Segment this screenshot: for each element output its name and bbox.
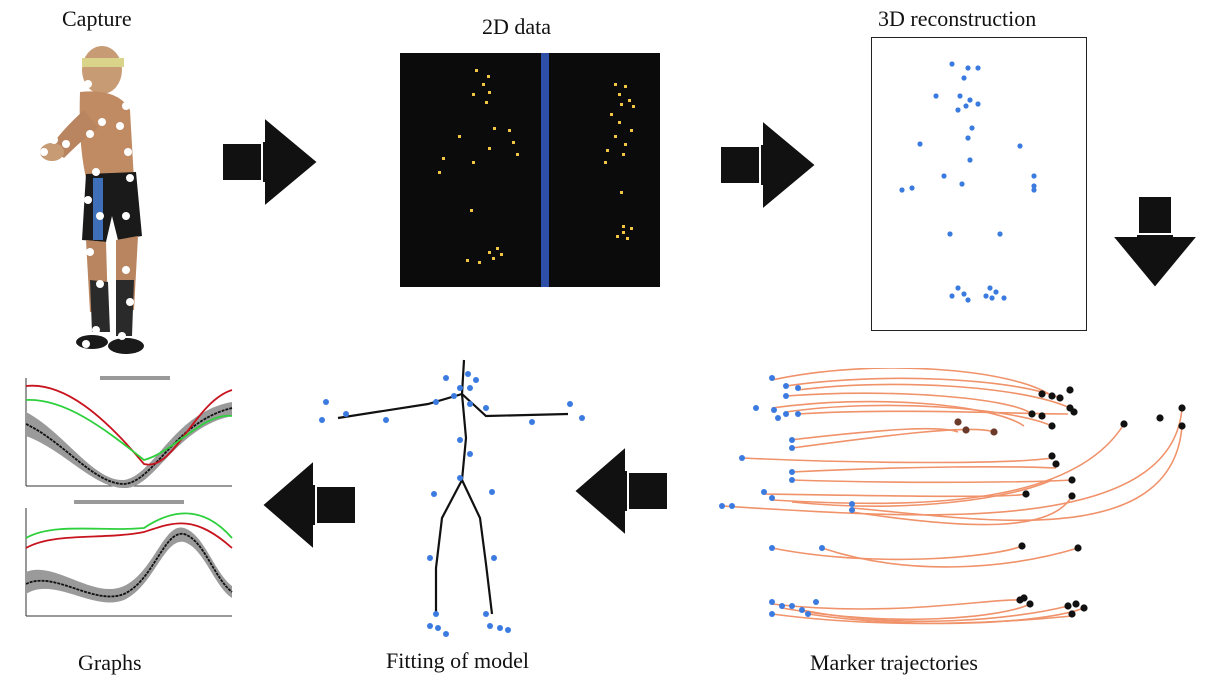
capture-panel <box>30 40 160 360</box>
graph-bottom <box>25 500 233 617</box>
human-figure-icon <box>40 46 144 354</box>
arrow-down-icon <box>1110 193 1200 290</box>
arrow-right-icon <box>717 118 818 212</box>
label-graphs: Graphs <box>78 650 142 675</box>
trajectory-curves <box>721 368 1183 625</box>
arrow-fitting-to-graphs <box>260 458 360 552</box>
label-2d-data: 2D data <box>482 14 552 39</box>
skeleton-model <box>337 359 569 615</box>
label-3d-reconstruction: 3D reconstruction <box>878 6 1037 31</box>
graphs-view <box>4 372 240 632</box>
arrow-trajectories-to-fitting <box>572 444 672 538</box>
trajectories-view <box>712 368 1202 630</box>
camera-2d-view <box>400 53 660 287</box>
reconstruction-markers <box>899 61 1037 303</box>
model-fitting-view <box>310 358 600 642</box>
arrow-left-icon <box>260 458 359 552</box>
label-marker-trajectories: Marker trajectories <box>810 650 978 675</box>
camera-divider <box>541 53 549 287</box>
label-capture: Capture <box>62 6 132 31</box>
skeleton-markers <box>319 371 585 637</box>
arrow-capture-to-2d <box>218 115 320 209</box>
label-fitting-of-model: Fitting of model <box>386 648 529 673</box>
arrow-3d-to-trajectories <box>1110 192 1200 290</box>
trajectory-end-markers <box>954 386 1186 618</box>
arrow-2d-to-3d <box>716 118 818 212</box>
camera-right-markers <box>604 83 635 240</box>
arrow-left-icon <box>572 444 671 538</box>
trajectory-start-markers <box>719 375 855 617</box>
reconstruction-3d-view <box>871 37 1087 331</box>
graph-top <box>25 376 233 489</box>
camera-left-markers <box>438 69 519 264</box>
arrow-right-icon <box>219 115 320 209</box>
